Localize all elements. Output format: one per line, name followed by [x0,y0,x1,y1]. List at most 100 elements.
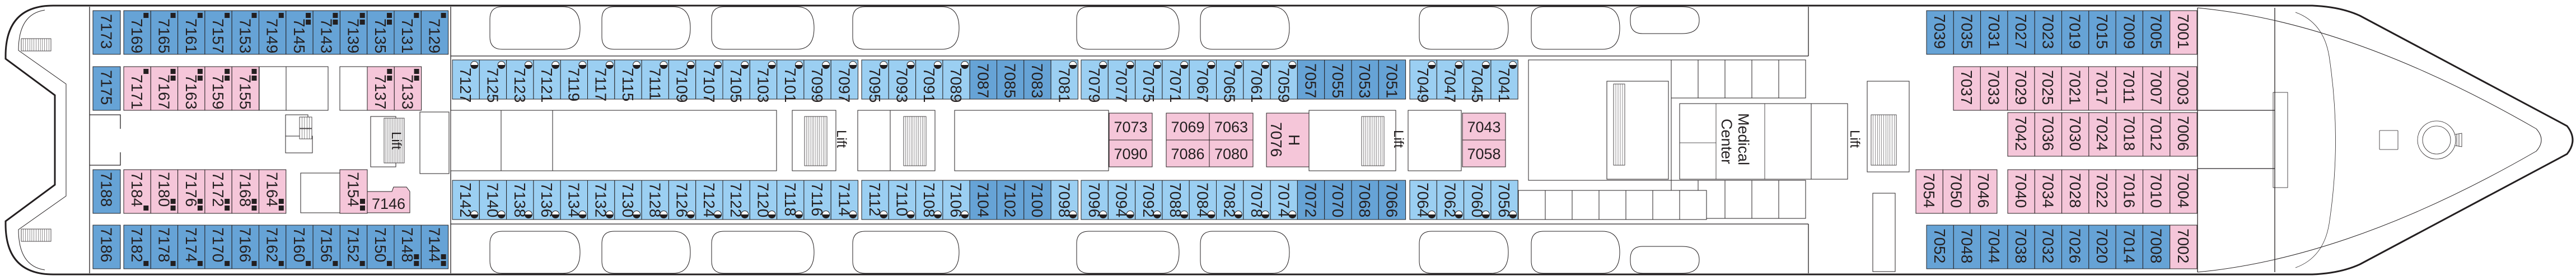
cabin-7091[interactable]: 7091 [915,59,943,102]
cabin-7164[interactable]: 7164 [259,169,287,214]
cabin-7054[interactable]: 7054 [1915,169,1943,214]
cabin-cell[interactable] [1462,113,1506,141]
cabin-7134[interactable]: 7134 [560,180,588,220]
cabin-7050[interactable]: 7050 [1942,169,1971,214]
cabin-7012[interactable]: 7012 [2143,112,2171,157]
cabin-7015[interactable]: 7015 [2088,10,2116,55]
cabin-7027[interactable]: 7027 [2007,10,2035,55]
cabin-7157[interactable]: 7157 [204,10,232,55]
cabin-7094[interactable]: 7094 [1107,180,1136,220]
cabin-cell[interactable] [2088,225,2116,269]
cabin-7006[interactable]: 7006 [2170,112,2198,157]
cabin-7160[interactable]: 7160 [286,225,314,269]
cabin-7078[interactable]: 7078 [1243,180,1271,220]
cabin-7003[interactable]: 7003 [2169,66,2198,111]
cabin-cell[interactable] [1324,59,1352,100]
cabin-7083[interactable]: 7083 [1023,59,1051,100]
cabin-7100[interactable]: 7100 [1023,180,1051,220]
cabin-7109[interactable]: 7109 [668,59,696,102]
cabin-7107[interactable]: 7107 [695,59,723,102]
cabin-cell[interactable] [2034,10,2062,55]
cabin-cell[interactable] [2170,10,2198,55]
cabin-7067[interactable]: 7067 [1189,59,1217,102]
cabin-7140[interactable]: 7140 [479,180,507,220]
cabin-7131[interactable]: 7131 [394,10,422,55]
cabin-7163[interactable]: 7163 [177,66,205,111]
cabin-7095[interactable]: 7095 [861,59,889,102]
cabin-cell[interactable] [2143,169,2171,214]
cabin-7153[interactable]: 7153 [231,10,260,55]
cabin-7112[interactable]: 7112 [861,180,889,220]
cabin-7070[interactable]: 7070 [1324,180,1352,220]
cabin-cell[interactable] [2034,169,2063,214]
cabin-7063[interactable]: 7063 [1209,113,1254,141]
cabin-7123[interactable]: 7123 [506,59,534,102]
cabin-7089[interactable]: 7089 [942,59,970,102]
cabin-cell[interactable] [92,66,121,111]
cabin-cell[interactable] [231,66,260,111]
cabin-7125[interactable]: 7125 [479,59,507,102]
cabin-7077[interactable]: 7077 [1107,59,1136,102]
cabin-7162[interactable]: 7162 [259,225,287,269]
cabin-cell[interactable] [1926,10,1954,55]
cabin-cell[interactable] [2007,112,2035,157]
cabin-7065[interactable]: 7065 [1216,59,1244,102]
cabin-7037[interactable]: 7037 [1953,66,1981,111]
cabin-7036[interactable]: 7036 [2034,112,2063,157]
cabin-7122[interactable]: 7122 [722,180,750,220]
cabin-7014[interactable]: 7014 [2115,225,2143,269]
cabin-7121[interactable]: 7121 [533,59,561,102]
cabin-7161[interactable]: 7161 [177,10,205,55]
cabin-7047[interactable]: 7047 [1436,59,1465,102]
cabin-7075[interactable]: 7075 [1135,59,1163,102]
cabin-7041[interactable]: 7041 [1490,59,1518,102]
cabin-7110[interactable]: 7110 [888,180,917,220]
cabin-7035[interactable]: 7035 [1953,10,1981,55]
cabin-cell[interactable] [2061,112,2089,157]
cabin-7186[interactable]: 7186 [92,225,121,269]
cabin-7103[interactable]: 7103 [749,59,778,102]
cabin-7010[interactable]: 7010 [2143,169,2171,214]
cabin-7145[interactable]: 7145 [286,10,314,55]
cabin-7056[interactable]: 7056 [1490,180,1518,220]
cabin-cell[interactable] [92,225,121,269]
cabin-7069[interactable]: 7069 [1166,113,1210,141]
cabin-7111[interactable]: 7111 [641,59,669,100]
cabin-7079[interactable]: 7079 [1081,59,1109,102]
cabin-7031[interactable]: 7031 [1980,10,2008,55]
cabin-cell[interactable] [2007,169,2035,214]
cabin-7017[interactable]: 7017 [2088,66,2116,111]
cabin-cell[interactable] [2061,66,2089,111]
cabin-7176[interactable]: 7176 [177,169,205,214]
cabin-7090[interactable]: 7090 [1109,139,1153,167]
cabin-7084[interactable]: 7084 [1189,180,1217,220]
cabin-7088[interactable]: 7088 [1162,180,1190,220]
cabin-cell[interactable] [1209,139,1254,167]
cabin-7072[interactable]: 7072 [1297,180,1325,220]
cabin-7116[interactable]: 7116 [803,180,831,220]
cabin-7085[interactable]: 7085 [997,59,1025,100]
cabin-cell[interactable] [1266,113,1310,167]
cabin-7156[interactable]: 7156 [312,225,340,269]
cabin-7101[interactable]: 7101 [777,59,805,102]
cabin-7108[interactable]: 7108 [915,180,943,220]
cabin-7182[interactable]: 7182 [123,225,151,269]
cabin-7049[interactable]: 7049 [1409,59,1437,102]
cabin-7073[interactable]: 7073 [1109,113,1153,141]
cabin-7051[interactable]: 7051 [1378,59,1406,100]
cabin-cell[interactable] [1953,10,1981,55]
cabin-cell[interactable] [997,180,1025,220]
cabin-7061[interactable]: 7061 [1243,59,1271,102]
cabin-cell[interactable] [1351,180,1379,220]
cabin-7025[interactable]: 7025 [2034,66,2062,111]
cabin-7046[interactable]: 7046 [1970,169,1998,214]
cabin-7044[interactable]: 7044 [1980,225,2008,269]
cabin-cell[interactable] [92,169,121,214]
cabin-7032[interactable]: 7032 [2034,225,2062,269]
cabin-cell[interactable] [2170,169,2198,214]
cabin-7154[interactable]: 7154 [339,169,368,214]
cabin-7146[interactable]: 7146 [367,186,410,213]
cabin-cell[interactable] [969,180,997,220]
cabin-7068[interactable]: 7068 [1351,180,1379,220]
cabin-cell[interactable] [367,186,410,213]
